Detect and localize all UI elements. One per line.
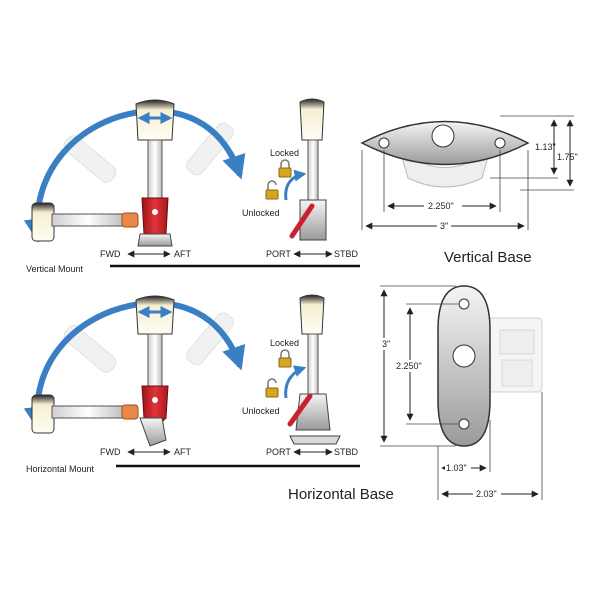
side-view-pole [289,98,327,241]
base-hole-top [458,298,470,310]
folded-pole [31,394,139,434]
horizontal-mount-diagram: FWD AFT Locked Unlocked PORT STBD Horizo… [23,294,360,474]
base-housing [485,317,543,393]
vertical-mount-diagram: FWD AFT Locked Unlocked PORT STBD Vertic… [23,98,360,274]
fwd-label: FWD [100,447,121,457]
vertical-pole [135,295,175,447]
base-hole-center [431,124,455,148]
padlock-locked-icon [278,349,292,368]
lock-arrow-icon [284,169,307,201]
dim-label-bg [424,199,462,211]
ghost-pole-fwd [63,135,117,183]
dim-label-bg [380,338,392,350]
vertical-base-title: Vertical Base [444,249,532,266]
padlock-locked-icon [278,159,292,178]
folded-pole [31,202,139,242]
vertical-mount-caption: Vertical Mount [26,264,84,274]
dim-label-bg [394,360,430,372]
hb-depth-inner: 1.03" [446,463,467,473]
fwd-label: FWD [100,249,121,259]
base-hole-right [494,137,506,149]
horizontal-mount-caption: Horizontal Mount [26,464,95,474]
dim-label-bg [437,219,451,231]
aft-label: AFT [174,447,192,457]
vb-hole-spacing: 2.250" [428,201,454,211]
aft-label: AFT [174,249,192,259]
padlock-unlocked-icon [265,180,279,200]
vb-width: 3" [440,221,448,231]
rotation-arrow-icon [23,108,246,243]
side-view-pole [287,294,341,445]
lock-arrow-icon [284,365,307,399]
unlocked-label: Unlocked [242,208,280,218]
rotation-arrow-icon [23,300,246,431]
padlock-unlocked-icon [265,378,279,398]
port-label: PORT [266,249,291,259]
vb-height-outer: 1.75" [557,152,578,162]
vertical-pole [135,99,175,247]
ghost-pole-fwd [63,325,117,373]
base-hole-left [378,137,390,149]
port-label: PORT [266,447,291,457]
dim-label-bg [445,461,471,473]
hb-height-outer: 3" [382,339,390,349]
vb-height-inner: 1.13" [535,142,556,152]
locked-label: Locked [270,148,299,158]
locked-label: Locked [270,338,299,348]
dim-label-bg [473,487,501,499]
horizontal-base-drawing: 3" 2.250" 1.03" 2.03" Horizontal Base [288,285,543,503]
horizontal-base-title: Horizontal Base [288,486,394,503]
hb-depth-outer: 2.03" [476,489,497,499]
base-hole-center [452,344,476,368]
stbd-label: STBD [334,447,359,457]
unlocked-label: Unlocked [242,406,280,416]
hb-hole-spacing: 2.250" [396,361,422,371]
stbd-label: STBD [334,249,359,259]
base-hole-bottom [458,418,470,430]
vertical-base-drawing: 2.250" 3" 1.13" 1.75" Vertical Base [360,115,578,266]
